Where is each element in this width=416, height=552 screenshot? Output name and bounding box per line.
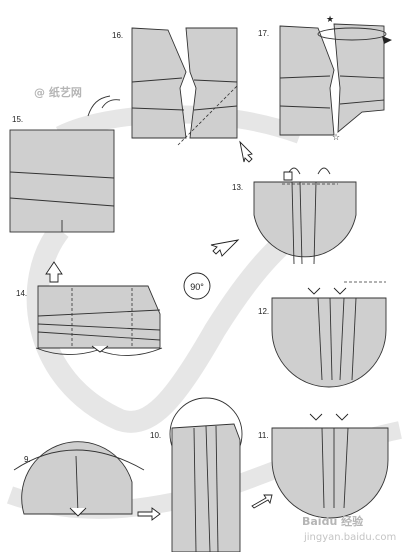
step-14-label: 14. <box>16 289 27 298</box>
step-12: 12. <box>258 281 387 388</box>
step-17-label: 17. <box>258 29 269 38</box>
watermark-top: @ 纸艺网 <box>34 85 82 99</box>
watermark-bottom-url: jingyan.baidu.com <box>303 532 396 543</box>
rotate-90-badge: 90° <box>183 272 211 300</box>
step-9-label: 9. <box>24 455 31 464</box>
arrow-15-16 <box>87 95 111 117</box>
step-17: 17. ★ ☆ <box>258 15 392 143</box>
step-10: 10. <box>150 397 243 552</box>
step-15-label: 15. <box>12 115 23 124</box>
arrow-13-14 <box>210 239 240 257</box>
arrow-10-11 <box>251 494 273 509</box>
step-13-label: 13. <box>232 183 243 192</box>
rotate-90-text: 90° <box>190 282 204 292</box>
step-12-label: 12. <box>258 307 269 316</box>
svg-text:☆: ☆ <box>332 133 340 143</box>
step-11: 11. <box>258 413 389 519</box>
step-9: 9. <box>13 441 145 517</box>
watermark-bottom: Baidu 经验 <box>302 514 364 528</box>
svg-text:★: ★ <box>326 15 334 25</box>
arrow-14-15 <box>45 261 63 283</box>
step-14: 14. <box>16 285 163 356</box>
step-16-label: 16. <box>112 31 123 40</box>
step-16: 16. <box>101 27 253 163</box>
step-15: 15. <box>9 115 115 233</box>
step-13: 13. <box>232 167 357 265</box>
step-11-label: 11. <box>258 431 269 440</box>
arrow-9-10 <box>137 507 161 521</box>
step-10-label: 10. <box>150 431 161 440</box>
